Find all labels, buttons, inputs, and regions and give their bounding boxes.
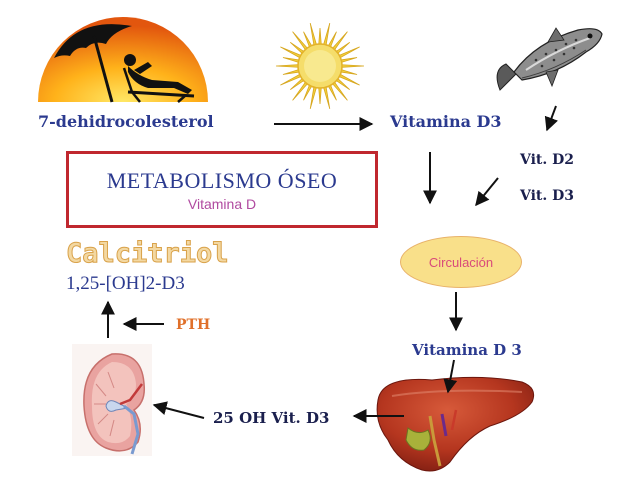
vit-d3-label: Vit. D3 — [520, 188, 575, 204]
fish-spot — [562, 52, 566, 56]
fish-spot — [574, 38, 578, 42]
pth-label: PTH — [176, 317, 211, 333]
fish-spot — [554, 48, 558, 52]
fish-spot — [564, 42, 568, 46]
vit-d2-label: Vit. D2 — [520, 152, 575, 168]
fish-icon — [496, 27, 603, 91]
subtitle: Vitamina D — [187, 196, 257, 212]
arrow-to-kidney — [152, 401, 205, 419]
calcitriol-label: Calcitriol — [66, 238, 230, 270]
sun-icon — [275, 22, 365, 110]
formula-label: 1,25-[OH]2-D3 — [66, 273, 185, 294]
title-box: METABOLISMO ÓSEO Vitamina D — [66, 151, 378, 228]
title: METABOLISMO ÓSEO — [106, 168, 338, 193]
fish-spot — [544, 52, 548, 56]
precursor-label: 7-dehidrocolesterol — [38, 112, 214, 131]
fish-spot — [534, 58, 538, 62]
vitamin-d3-label: Vitamina D3 — [390, 112, 502, 131]
fish-spot — [552, 58, 556, 62]
arrow-diet-in — [475, 177, 499, 207]
circulation-label: Circulación — [428, 254, 494, 270]
liver-icon — [376, 376, 535, 472]
hydroxy-label: 25 OH Vit. D3 — [213, 409, 330, 427]
sunbathing-person-icon — [38, 17, 208, 103]
vitamin-d3-liver-label: Vitamina D 3 — [412, 341, 522, 359]
circulation-node: Circulación — [400, 236, 522, 288]
arrow-fish-down — [544, 105, 558, 132]
arrow-to-liver — [443, 359, 458, 394]
fish-spot — [540, 64, 544, 68]
fish-spot — [572, 46, 576, 50]
kidney-icon — [72, 344, 152, 456]
